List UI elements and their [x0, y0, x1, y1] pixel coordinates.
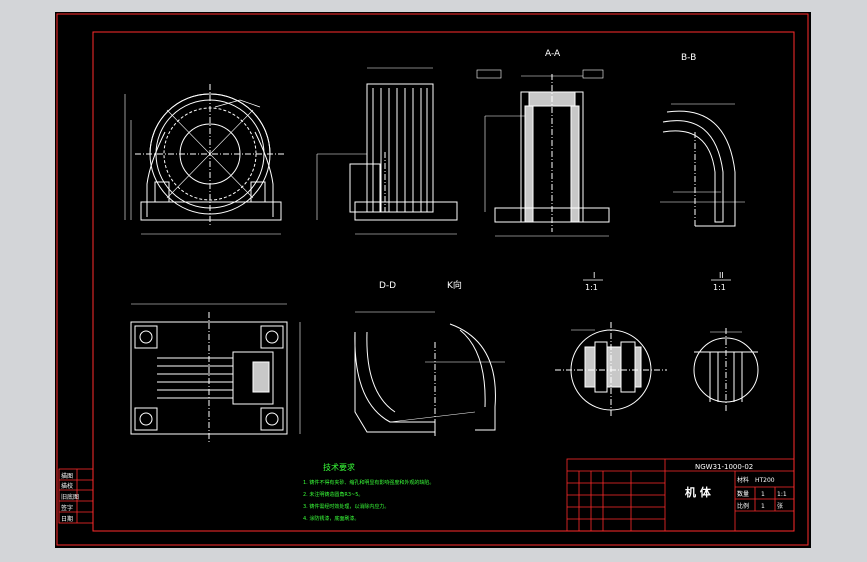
cad-drawing: A-A B-B D-D K向 I 1:1 II 1:1 技术要求 1. 铸件不得… [56, 13, 809, 546]
label-view-k: K向 [447, 279, 462, 291]
part-name: 机 体 [685, 485, 712, 499]
quantity-value: 1 [761, 491, 765, 498]
tech-requirement-2: 2. 未注明铸造圆角R3~5。 [303, 491, 363, 498]
left-label-2: 描校 [61, 482, 73, 490]
label-detail-ii-scale: 1:1 [713, 283, 726, 292]
section-bb-view [660, 103, 745, 227]
tech-requirement-3: 3. 铸件需经时效处理，以消除内应力。 [303, 503, 389, 510]
outer-frame [56, 13, 809, 546]
scale-value: 1:1 [777, 491, 787, 498]
label-detail-ii: II [719, 271, 724, 280]
inner-frame [92, 31, 795, 532]
side-view [316, 67, 458, 235]
tech-requirements: 技术要求 1. 铸件不得有夹砂、缩孔和明显有影响强度和外观的缺陷。 2. 未注明… [303, 462, 434, 522]
label-section-bb: B-B [681, 53, 696, 63]
title-block [566, 458, 795, 532]
section-dd-view [354, 311, 505, 437]
tech-requirement-1: 1. 铸件不得有夹砂、缩孔和明显有影响强度和外观的缺陷。 [303, 479, 434, 486]
detail-i-view [555, 322, 667, 417]
front-view [124, 84, 285, 235]
left-label-3: 旧底图 [61, 493, 79, 501]
sheet-label: 张 [777, 502, 783, 510]
label-detail-i-scale: 1:1 [585, 283, 598, 292]
tech-requirements-title: 技术要求 [323, 462, 355, 472]
sheet-value: 1 [761, 503, 765, 510]
material-value: HT200 [755, 477, 775, 484]
label-detail-i: I [593, 271, 595, 280]
left-label-5: 日期 [61, 515, 73, 523]
quantity-label: 数量 [737, 490, 749, 498]
left-label-4: 签字 [61, 504, 73, 512]
section-aa-view [476, 69, 610, 237]
left-column-table [58, 468, 94, 524]
tech-requirement-4: 4. 涂防锈漆，底面刷漆。 [303, 515, 359, 522]
scale-label: 比例 [737, 502, 749, 510]
drawing-sheet: A-A B-B D-D K向 I 1:1 II 1:1 技术要求 1. 铸件不得… [55, 12, 811, 548]
top-view [130, 303, 301, 442]
material-label: 材料 [737, 476, 749, 484]
label-section-aa: A-A [545, 49, 561, 59]
drawing-number: NGW31-1000-02 [695, 463, 753, 471]
detail-ii-view [693, 328, 759, 412]
left-label-1: 描图 [61, 472, 73, 480]
label-section-dd: D-D [379, 281, 396, 291]
